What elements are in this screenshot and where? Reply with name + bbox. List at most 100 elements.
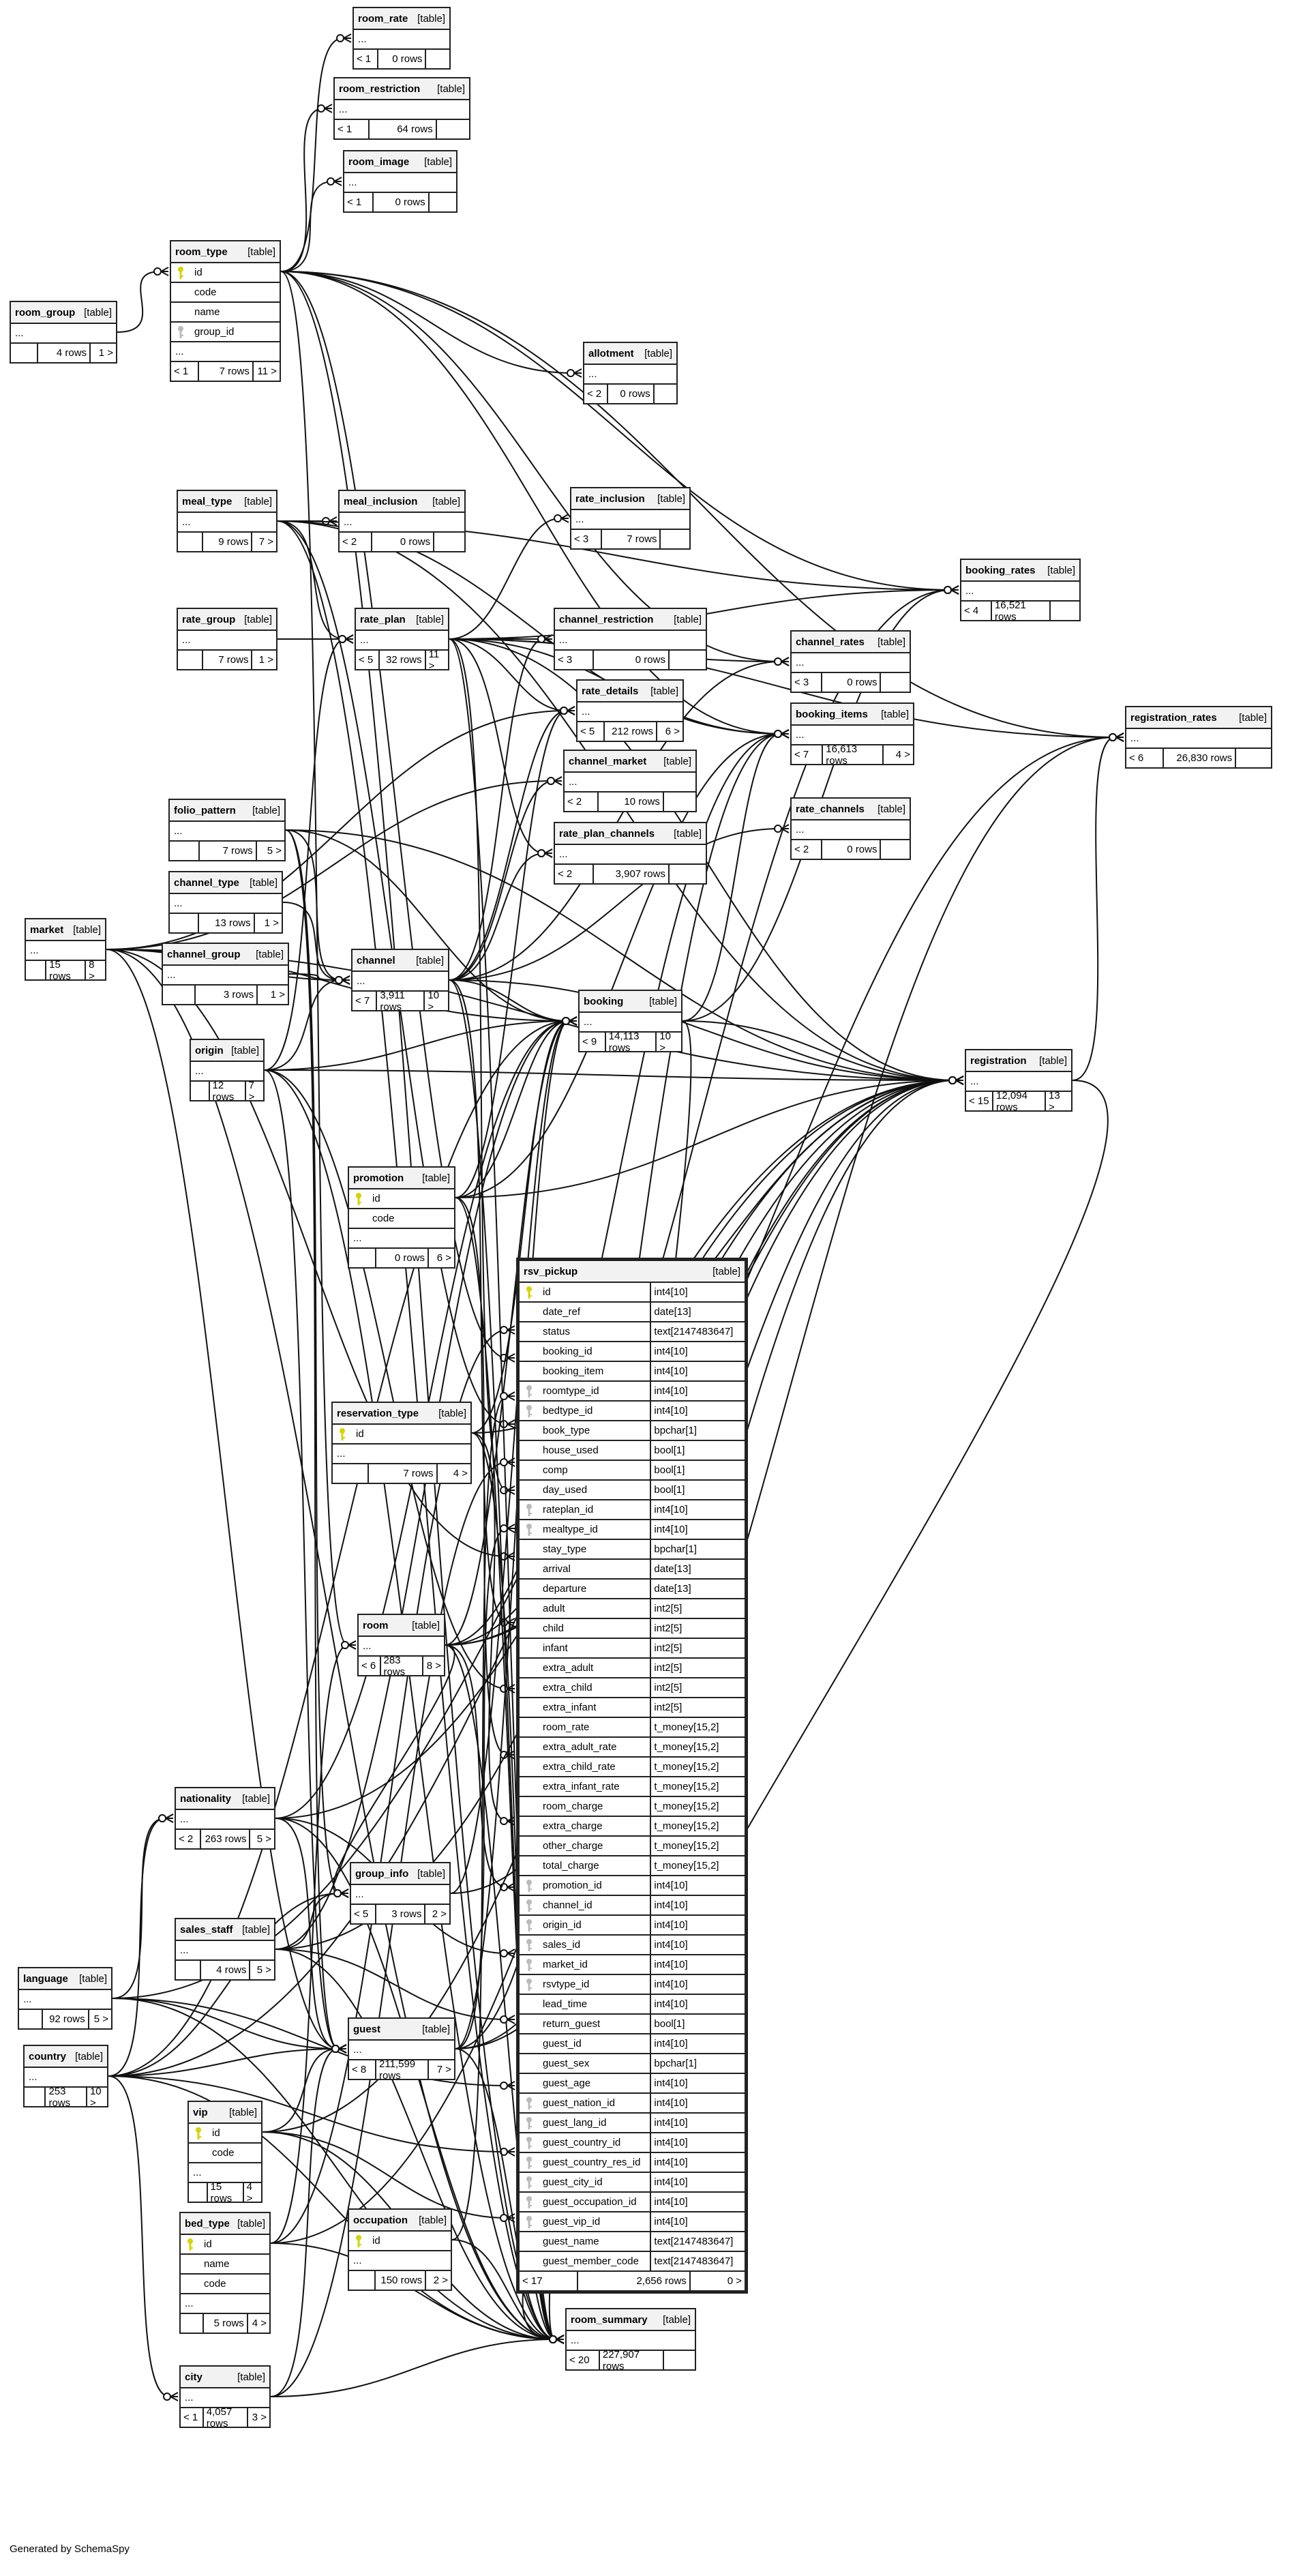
- column-row[interactable]: id: [333, 1425, 470, 1445]
- parents-link[interactable]: < 2: [565, 793, 599, 811]
- parents-link[interactable]: < 15: [966, 1092, 994, 1110]
- table-header[interactable]: rsv_pickup[table]: [520, 1261, 745, 1283]
- more-columns-row[interactable]: ...: [349, 1229, 454, 1249]
- table-header[interactable]: sales_staff[table]: [176, 1919, 274, 1941]
- children-link[interactable]: 1 >: [258, 654, 273, 666]
- table-header[interactable]: rate_plan_channels[table]: [555, 823, 706, 845]
- parents-link[interactable]: < 6: [359, 1657, 381, 1675]
- children-link[interactable]: 4 >: [453, 1468, 468, 1479]
- column-row[interactable]: id: [189, 2124, 261, 2144]
- column-row[interactable]: group_id: [171, 323, 280, 342]
- more-columns-row[interactable]: ...: [178, 631, 276, 651]
- children-link[interactable]: [1236, 749, 1271, 767]
- more-columns-row[interactable]: ...: [170, 822, 284, 842]
- parents-link[interactable]: < 5: [356, 651, 380, 669]
- table-header[interactable]: group_info[table]: [351, 1863, 449, 1885]
- more-columns-row[interactable]: ...: [354, 30, 449, 50]
- more-columns-row[interactable]: ...: [356, 631, 448, 651]
- more-columns-row[interactable]: ...: [191, 1062, 263, 1082]
- table-header[interactable]: promotion[table]: [349, 1168, 454, 1189]
- parents-link[interactable]: [176, 1961, 202, 1979]
- table-header[interactable]: occupation[table]: [349, 2210, 451, 2232]
- column-row[interactable]: id: [349, 1189, 454, 1209]
- parents-link[interactable]: < 3: [555, 651, 595, 669]
- table-header[interactable]: origin[table]: [191, 1040, 263, 1062]
- table-header[interactable]: room_summary[table]: [567, 2309, 695, 2331]
- children-link[interactable]: 4 >: [895, 749, 910, 760]
- table-header[interactable]: rate_group[table]: [178, 609, 276, 631]
- children-link[interactable]: 8 >: [89, 958, 95, 982]
- parents-link[interactable]: < 1: [171, 362, 200, 381]
- column-row[interactable]: id: [349, 2232, 451, 2251]
- more-columns-row[interactable]: ...: [170, 894, 282, 914]
- parents-link[interactable]: < 2: [584, 385, 609, 403]
- parents-link[interactable]: [191, 1082, 210, 1100]
- children-link[interactable]: 5 >: [93, 2013, 108, 2025]
- children-link[interactable]: 7 >: [436, 2064, 451, 2075]
- parents-link[interactable]: [170, 842, 200, 860]
- children-link[interactable]: [670, 865, 706, 883]
- children-link[interactable]: 7 >: [248, 1079, 255, 1103]
- more-columns-row[interactable]: ...: [555, 845, 706, 865]
- table-header[interactable]: language[table]: [19, 1968, 111, 1990]
- more-columns-row[interactable]: ...: [578, 702, 682, 722]
- children-link[interactable]: 11 >: [428, 648, 440, 672]
- children-link[interactable]: 2 >: [432, 1908, 447, 1920]
- more-columns-row[interactable]: ...: [181, 2294, 269, 2314]
- table-header[interactable]: nationality[table]: [176, 1788, 274, 1810]
- more-columns-row[interactable]: ...: [359, 1637, 444, 1657]
- parents-link[interactable]: [19, 2010, 44, 2028]
- more-columns-row[interactable]: ...: [26, 941, 105, 961]
- parents-link[interactable]: < 17: [520, 2272, 578, 2290]
- children-link[interactable]: [655, 385, 676, 403]
- table-header[interactable]: channel_group[table]: [163, 944, 288, 966]
- more-columns-row[interactable]: ...: [792, 726, 913, 745]
- children-link[interactable]: 3 >: [252, 2412, 267, 2423]
- parents-link[interactable]: [26, 961, 47, 979]
- children-link[interactable]: [434, 533, 464, 551]
- parents-link[interactable]: < 1: [181, 2408, 204, 2427]
- more-columns-row[interactable]: ...: [333, 1445, 470, 1464]
- parents-link[interactable]: [25, 2088, 46, 2106]
- children-link[interactable]: 10 >: [659, 1030, 671, 1054]
- children-link[interactable]: [881, 673, 910, 692]
- more-columns-row[interactable]: ...: [344, 173, 456, 193]
- parents-link[interactable]: < 4: [961, 602, 992, 620]
- more-columns-row[interactable]: ...: [966, 1072, 1071, 1092]
